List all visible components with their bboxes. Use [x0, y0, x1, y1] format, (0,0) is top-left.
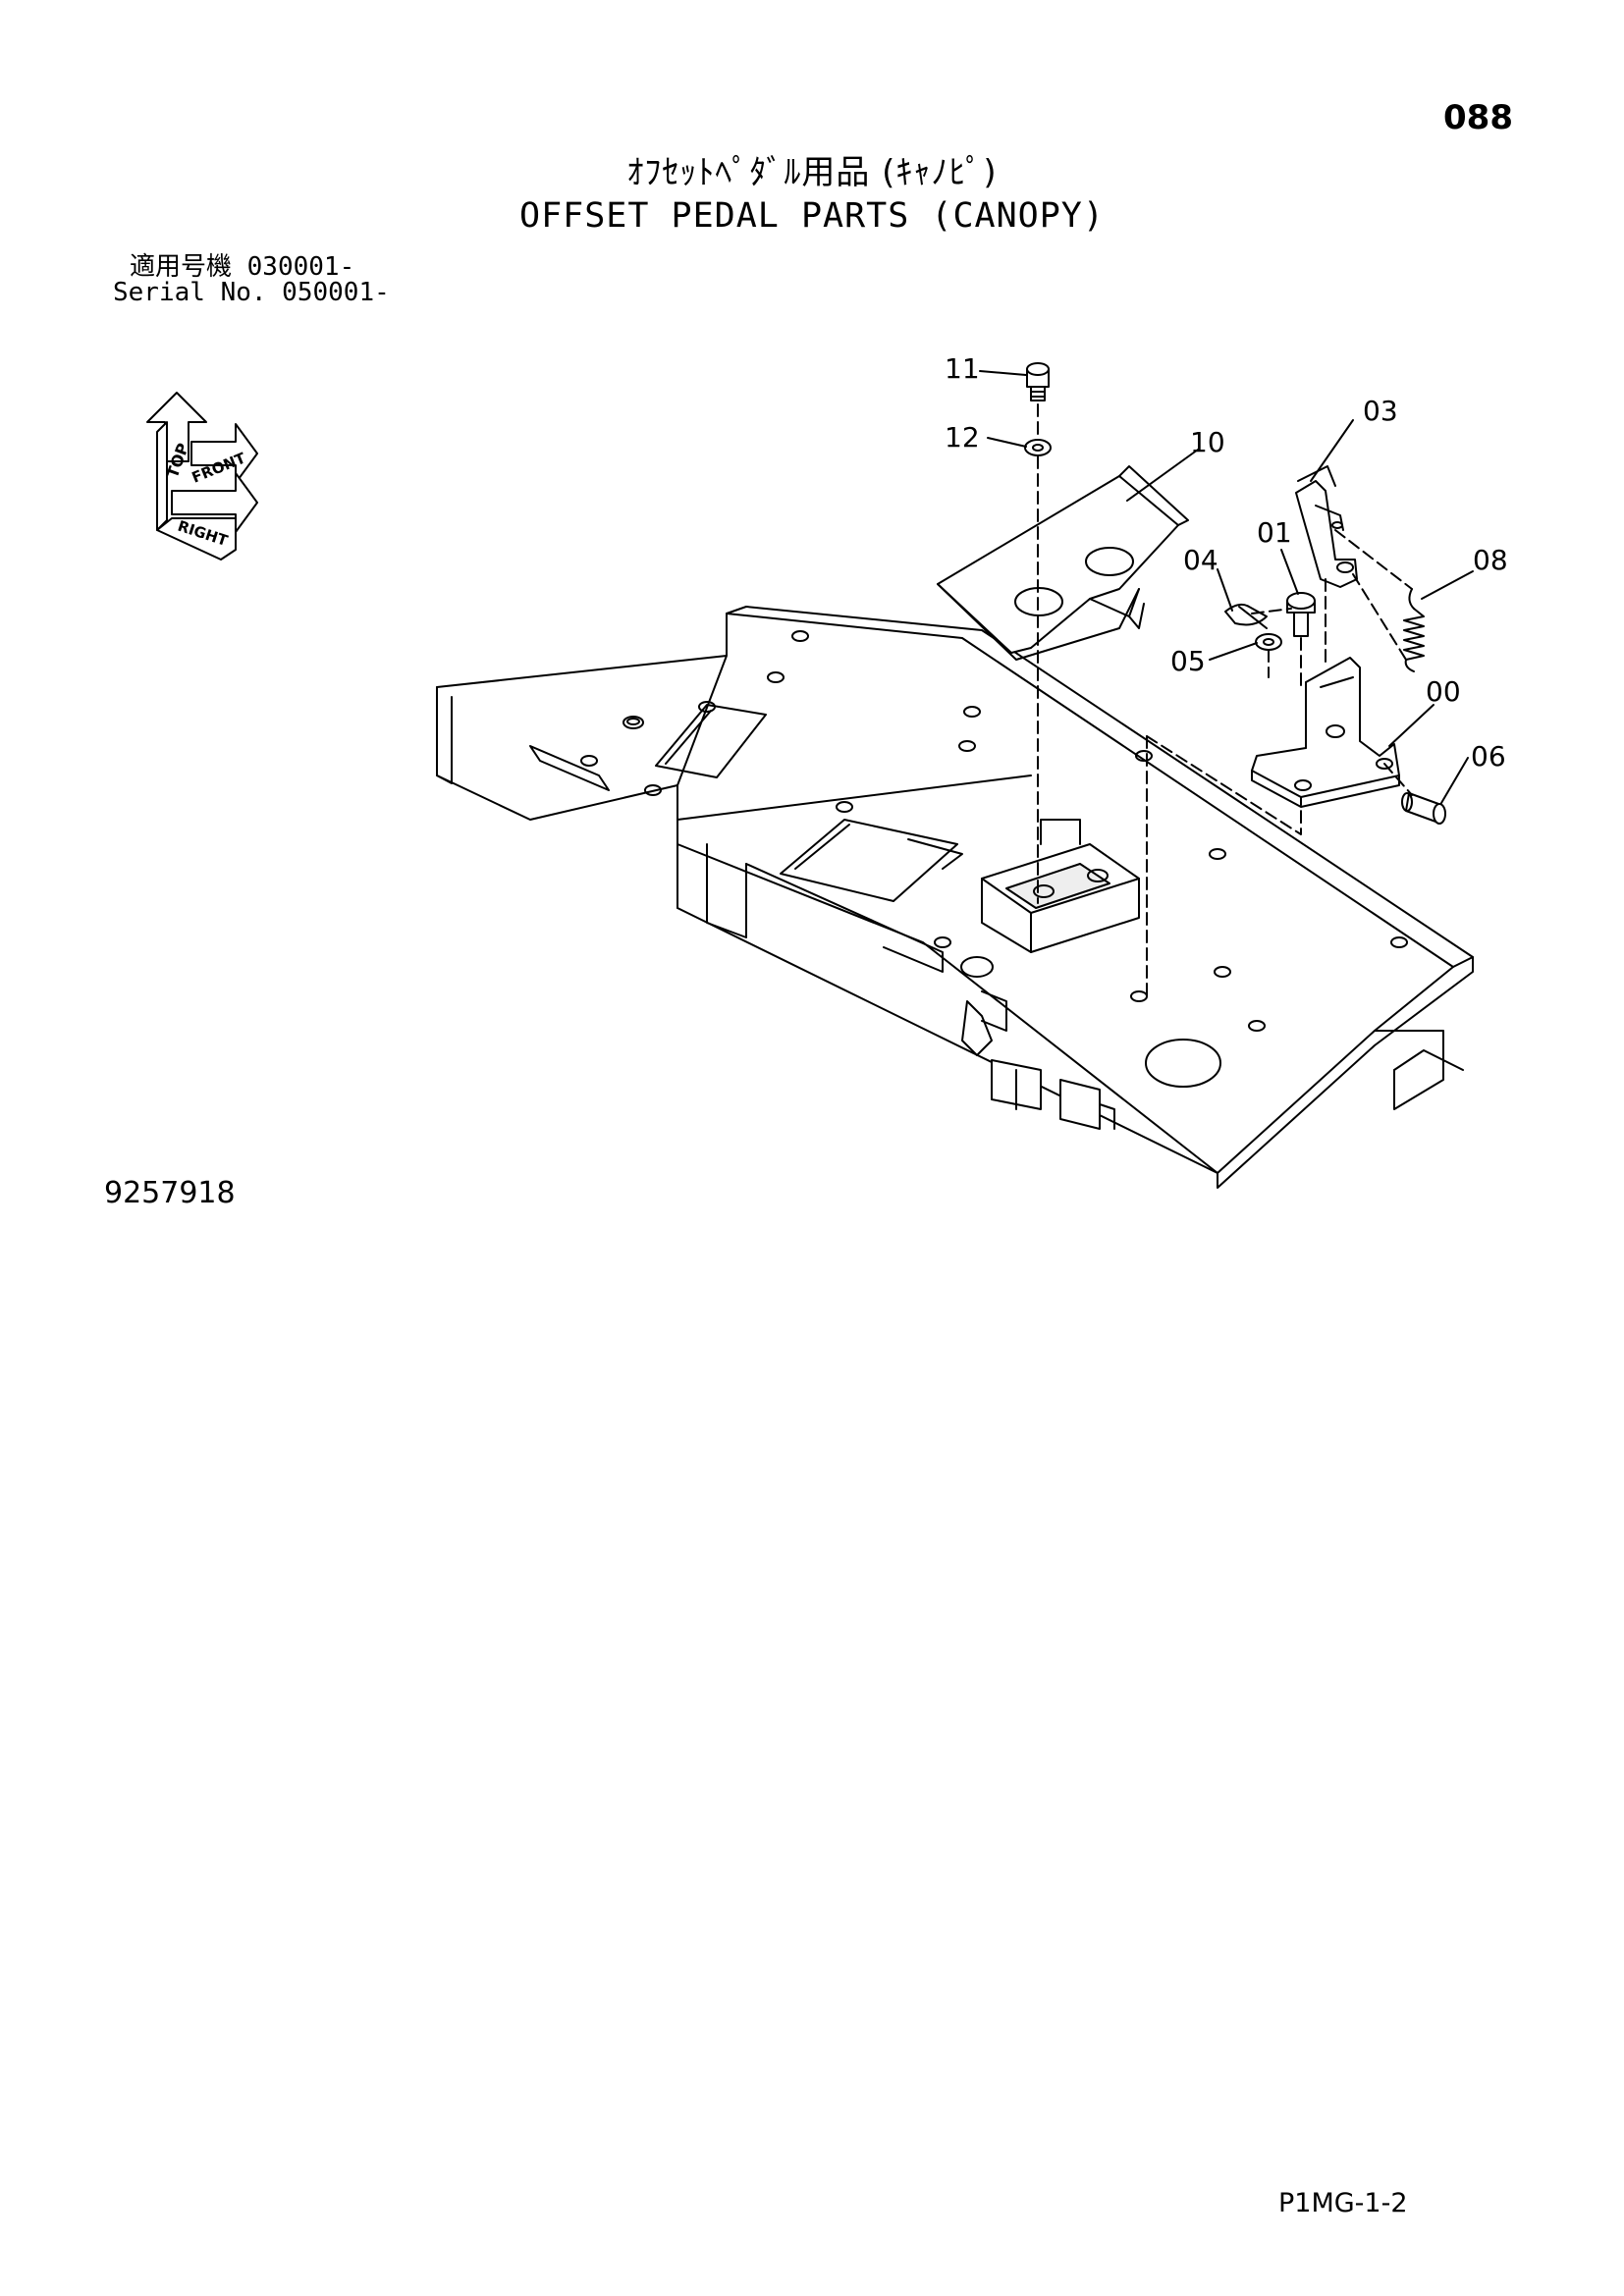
callout-10: 10 — [1190, 426, 1225, 458]
callout-06: 06 — [1471, 740, 1506, 773]
callout-12: 12 — [945, 421, 980, 454]
page-title-japanese: ｵﾌｾｯﾄﾍﾟﾀﾞﾙ用品 (ｷｬﾉﾋﾟ) — [626, 153, 998, 192]
leader-lines — [979, 370, 1474, 804]
callout-08: 08 — [1473, 544, 1508, 576]
floor-plate — [436, 606, 1474, 1189]
page-code: P1MG-1-2 — [1278, 2188, 1408, 2218]
callout-05: 05 — [1170, 645, 1206, 677]
serial-applicability-japanese: 適用号機 030001- — [130, 252, 355, 282]
page-title: OFFSET PEDAL PARTS (CANOPY) — [519, 196, 1105, 236]
callout-04: 04 — [1183, 544, 1218, 576]
orientation-indicator-icon: TOP FRONT RIGHT — [146, 392, 258, 561]
clip-04 — [1224, 603, 1268, 629]
alignment-lines — [1037, 403, 1413, 997]
washer-05 — [1255, 633, 1282, 651]
spring-08 — [1403, 588, 1425, 672]
washer-12 — [1024, 439, 1052, 456]
bracket-00 — [1251, 657, 1400, 808]
page-number: 088 — [1443, 98, 1513, 137]
callout-03: 03 — [1363, 395, 1398, 427]
bolt-01 — [1286, 592, 1316, 637]
bolt-11 — [1026, 362, 1050, 401]
lever-03 — [1295, 465, 1358, 588]
callout-00: 00 — [1426, 675, 1461, 708]
callout-11: 11 — [945, 352, 980, 385]
callout-01: 01 — [1257, 516, 1292, 549]
pin-06 — [1401, 792, 1446, 825]
drawing-number: 9257918 — [104, 1176, 236, 1210]
pedal-10 — [937, 465, 1189, 661]
serial-applicability: Serial No. 050001- — [113, 278, 390, 307]
